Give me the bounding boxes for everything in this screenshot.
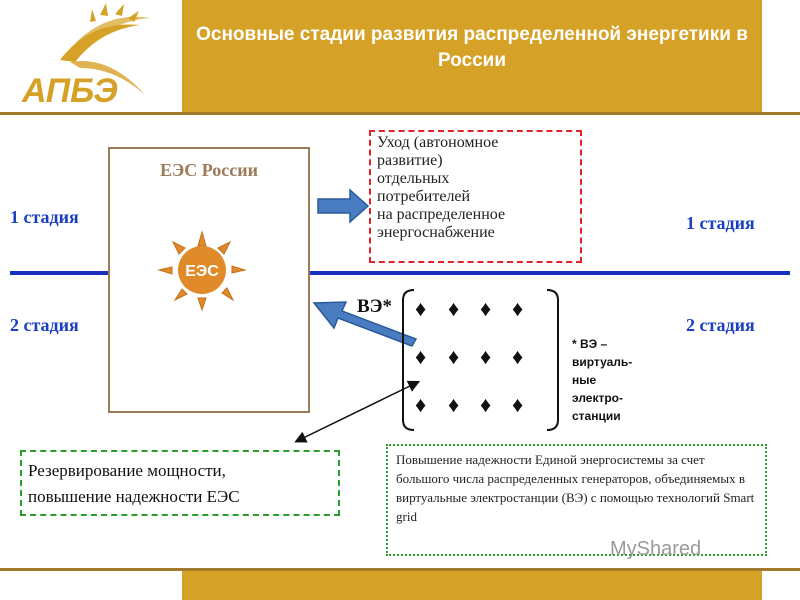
generator-icon: ♦ <box>480 344 492 369</box>
header-bar <box>182 0 762 112</box>
double-arrow-icon <box>294 380 421 443</box>
autonomous-text: Уход (автономное развитие) отдельных пот… <box>377 134 577 242</box>
reserve-line: повышение надежности ЕЭС <box>28 487 240 506</box>
autonomous-line: развитие) <box>377 152 443 169</box>
ve-label: ВЭ* <box>357 296 393 317</box>
stage2-right-label: 2 стадия <box>686 315 755 335</box>
ve-note-line: электро- <box>572 391 624 405</box>
generator-icon: ♦ <box>415 296 427 321</box>
top-rule <box>0 112 800 115</box>
arrow-right-icon <box>317 188 370 224</box>
stage-divider <box>10 271 790 275</box>
stage1-left-label: 1 стадия <box>10 207 79 227</box>
generator-icon: ♦ <box>480 392 492 417</box>
ees-logo-circle <box>178 246 226 294</box>
ees-title: ЕЭС России <box>160 160 258 180</box>
ve-note-line: виртуаль- <box>572 355 633 369</box>
reserve-text: Резервирование мощности, повышение надеж… <box>28 458 338 510</box>
ees-logo: ЕЭС <box>157 230 247 312</box>
autonomous-line: энергоснабжение <box>377 224 495 241</box>
generator-icon: ♦ <box>415 344 427 369</box>
generator-icon: ♦ <box>415 392 427 417</box>
apbe-logo: АПБЭ <box>21 3 150 110</box>
logo-text: АПБЭ <box>21 72 118 110</box>
bottom-rule <box>0 568 800 571</box>
reserve-line: Резервирование мощности, <box>28 461 226 480</box>
generator-icon: ♦ <box>512 344 524 369</box>
header-right-panel <box>762 0 800 112</box>
generator-icon: ♦ <box>448 296 460 321</box>
matrix-right-bracket <box>546 289 559 431</box>
ve-note: * ВЭ – виртуаль- ные электро- станции <box>572 335 652 425</box>
ees-sun-icon <box>157 230 247 312</box>
stage2-left-label: 2 стадия <box>10 315 79 335</box>
page-title: Основные стадии развития распределенной … <box>196 24 748 71</box>
reliability-box <box>386 444 767 556</box>
stage1-right-label: 1 стадия <box>686 213 755 233</box>
autonomous-line: потребителей <box>377 188 471 205</box>
generator-icon: ♦ <box>512 392 524 417</box>
sunburst-icon <box>60 3 150 95</box>
ees-logo-text: ЕЭС <box>185 263 219 280</box>
generator-icon: ♦ <box>480 296 492 321</box>
ve-note-line: станции <box>572 409 621 423</box>
watermark: MyShared <box>610 538 702 560</box>
logo-panel: АПБЭ <box>0 0 182 112</box>
generator-icon: ♦ <box>448 344 460 369</box>
matrix-left-bracket <box>402 289 415 431</box>
reliability-text: Повышение надежности Единой энергосистем… <box>396 452 755 524</box>
generator-icon: ♦ <box>448 392 460 417</box>
autonomous-line: на распределенное <box>377 206 506 223</box>
ve-note-line: ные <box>572 373 597 387</box>
generator-icon: ♦ <box>512 296 524 321</box>
autonomous-box <box>369 130 582 263</box>
autonomous-line: Уход (автономное <box>377 134 499 151</box>
autonomous-line: отдельных <box>377 170 450 187</box>
footer-bar <box>182 571 762 600</box>
reserve-box <box>20 450 340 516</box>
ve-note-line: * ВЭ – <box>572 337 608 351</box>
